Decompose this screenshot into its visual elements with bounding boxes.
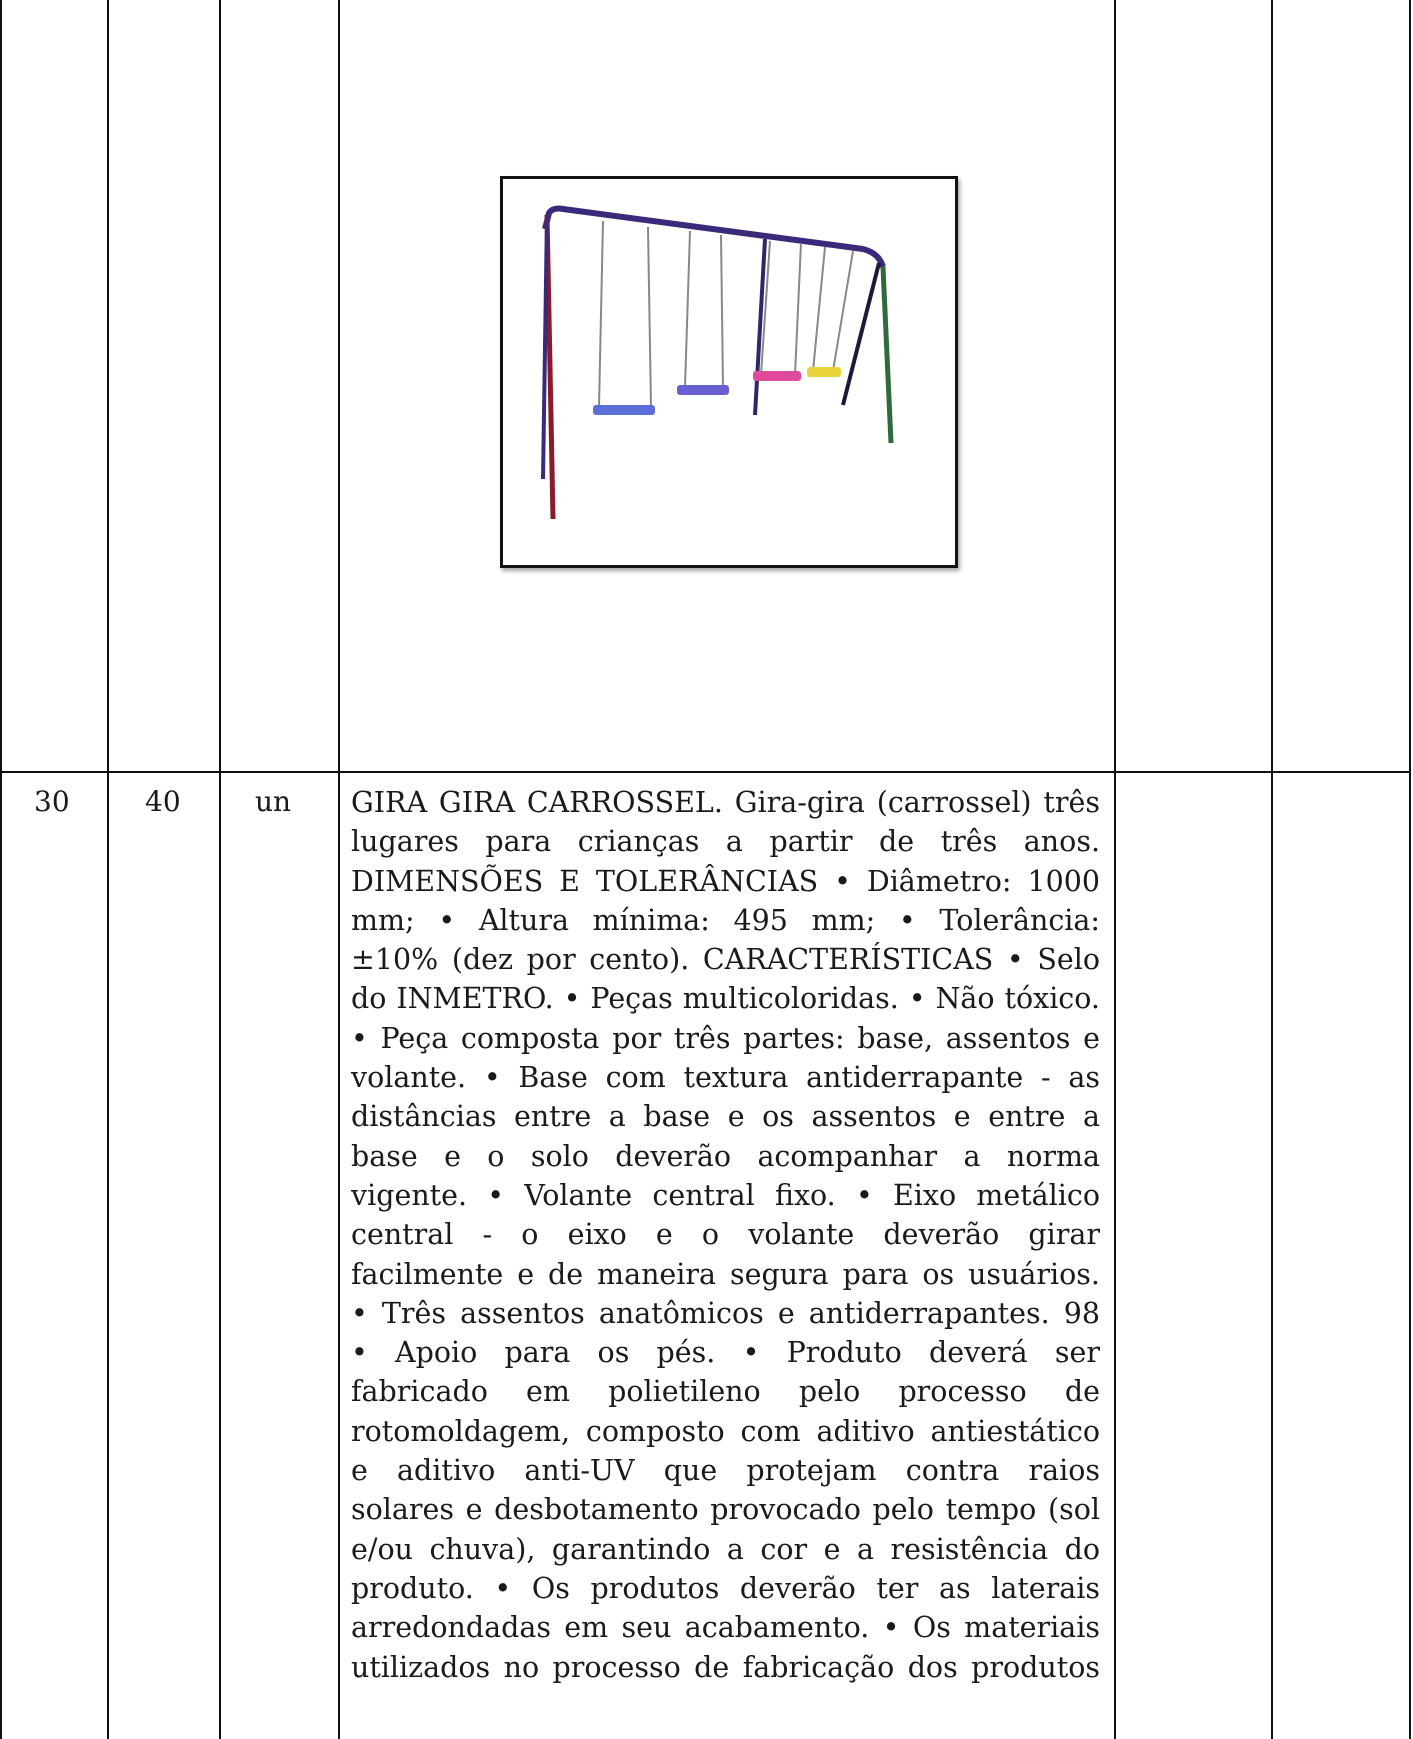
column-rule-1 — [107, 0, 109, 1739]
description-line: base e o solo deverão acompanhar a norma — [351, 1139, 1100, 1173]
column-rule-2 — [219, 0, 221, 1739]
description-line: e aditivo anti-UV que protejam contra ra… — [351, 1454, 1100, 1488]
description-line: utilizados no processo de fabricação dos… — [351, 1650, 1100, 1684]
description-line: GIRA GIRA CARROSSEL. Gira-gira (carrosse… — [351, 786, 1100, 819]
description-line: fabricado em polietileno pelo processo d… — [351, 1375, 1100, 1409]
description-line: arredondadas em seu acabamento. • Os mat… — [351, 1611, 1100, 1645]
swing-set-image — [500, 176, 958, 568]
swing-seat-yellow — [807, 367, 841, 377]
description-line: distâncias entre a base e os assentos e … — [351, 1100, 1100, 1134]
description-line: do INMETRO. • Peças multicoloridas. • Nã… — [351, 982, 1100, 1016]
column-rule-4 — [1114, 0, 1116, 1739]
description-line: • Peça composta por três partes: base, a… — [351, 1021, 1100, 1055]
description-line: ±10% (dez por cento). CARACTERÍSTICAS • … — [351, 943, 1100, 977]
description-line: DIMENSÕES E TOLERÂNCIAS • Diâmetro: 1000 — [351, 864, 1100, 898]
description-line: vigente. • Volante central fixo. • Eixo … — [351, 1178, 1100, 1212]
swing-seat-pink — [753, 371, 801, 381]
description-line: produto. • Os produtos deverão ter as la… — [351, 1571, 1100, 1605]
description-line: e/ou chuva), garantindo a cor e a resist… — [351, 1532, 1100, 1566]
swing-seat-purple — [677, 385, 729, 395]
description-line: facilmente e de maneira segura para os u… — [351, 1257, 1100, 1291]
item-number: 30 — [34, 785, 70, 818]
row-divider — [0, 771, 1411, 773]
table-border-right — [1409, 0, 1411, 1739]
swing-set-illustration — [541, 205, 894, 520]
swing-seat-blue — [593, 405, 655, 415]
unit: un — [255, 785, 292, 818]
quantity: 40 — [145, 785, 181, 818]
description-line: rotomoldagem, composto com aditivo antie… — [351, 1414, 1100, 1448]
description-line: • Três assentos anatômicos e antiderrapa… — [351, 1296, 1100, 1330]
description-line: central - o eixo e o volante deverão gir… — [351, 1218, 1100, 1252]
column-rule-3 — [338, 0, 340, 1739]
table-border-left — [0, 0, 2, 1739]
description-line: volante. • Base com textura antiderrapan… — [351, 1061, 1100, 1095]
column-rule-5 — [1271, 0, 1273, 1739]
description-line: solares e desbotamento provocado pelo te… — [351, 1493, 1100, 1527]
item-description: GIRA GIRA CARROSSEL. Gira-gira (carrosse… — [351, 783, 1100, 1687]
description-line: lugares para crianças a partir de três a… — [351, 825, 1100, 859]
description-line: • Apoio para os pés. • Produto deverá se… — [351, 1336, 1100, 1370]
description-line: mm; • Altura mínima: 495 mm; • Tolerânci… — [351, 903, 1100, 937]
